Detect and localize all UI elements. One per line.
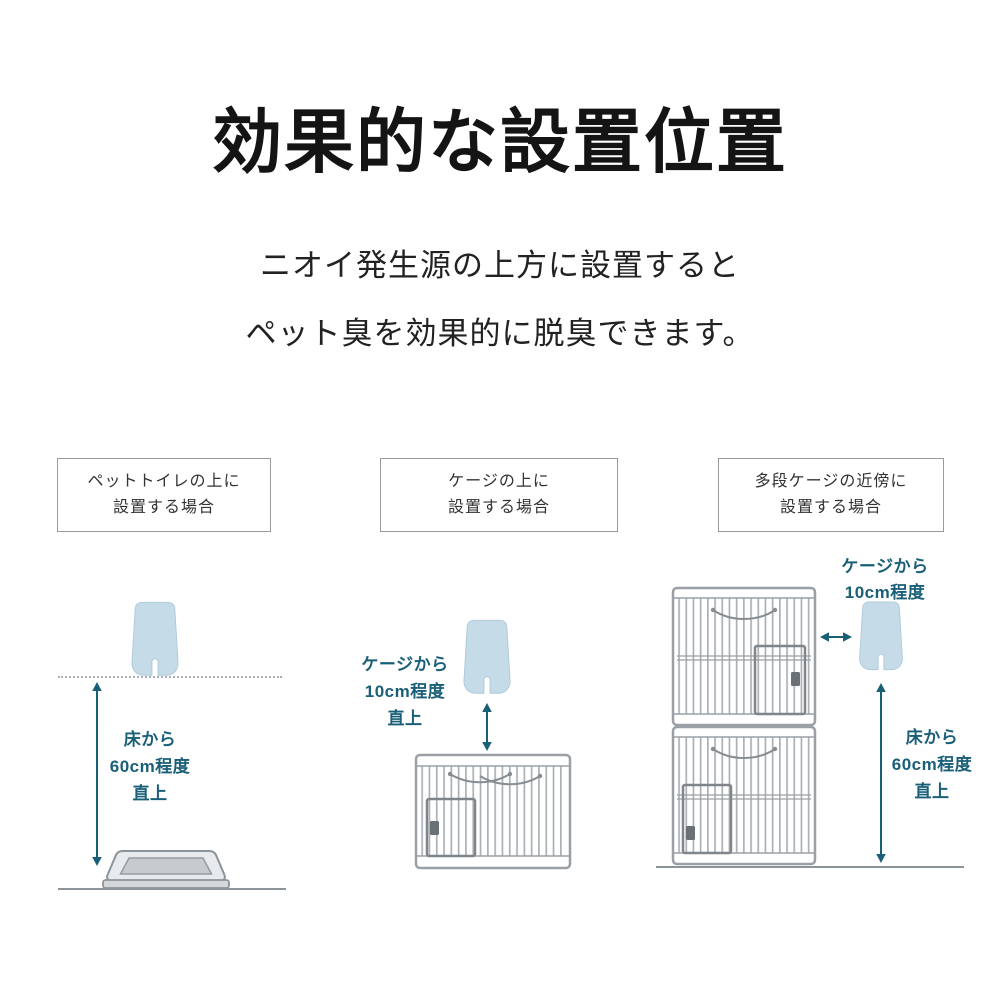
subtitle-line-2: ペット臭を効果的に脱臭できます。	[245, 316, 755, 351]
pet-toilet-icon	[102, 850, 230, 889]
floor-distance-label: 床から 60cm程度 直上	[100, 726, 200, 807]
floor-distance-label: 床から 60cm程度 直上	[886, 724, 978, 805]
cage-gap-label: ケージから 10cm程度	[832, 554, 938, 606]
measure-line-3: 直上	[914, 782, 950, 801]
header-box-pet-toilet: ペットトイレの上に 設置する場合	[57, 458, 271, 532]
page-title: 効果的な設置位置	[212, 103, 788, 181]
measure-line-1: 床から	[123, 730, 177, 749]
header-line-1: ペットトイレの上に	[87, 473, 241, 490]
cage-gap-arrow-horizontal	[820, 632, 852, 642]
measure-line-2: 10cm程度	[844, 583, 926, 602]
deodorizer-device-icon	[859, 601, 903, 671]
floor-line	[58, 888, 286, 890]
header-line-1: 多段ケージの近傍に	[754, 473, 908, 490]
pet-cage-icon	[414, 753, 572, 870]
header-box-cage-top: ケージの上に 設置する場合	[380, 458, 618, 532]
measure-line-1: 床から	[905, 728, 959, 747]
measure-line-2: 60cm程度	[891, 755, 973, 774]
measure-line-3: 直上	[387, 709, 423, 728]
header-line-2: 設置する場合	[112, 499, 215, 516]
header-line-1: ケージの上に	[448, 473, 550, 490]
multi-level-cage-icon	[671, 586, 817, 866]
cage-distance-label: ケージから 10cm程度 直上	[352, 651, 458, 732]
header-line-2: 設置する場合	[447, 499, 550, 516]
cage-distance-arrow	[482, 703, 492, 751]
floor-line	[656, 866, 964, 868]
deodorizer-device-icon	[131, 601, 179, 676]
measure-line-1: ケージから	[361, 655, 449, 674]
header-box-multi-cage: 多段ケージの近傍に 設置する場合	[718, 458, 944, 532]
floor-distance-arrow	[876, 683, 886, 863]
deodorizer-device-icon	[463, 619, 511, 694]
measure-line-3: 直上	[132, 784, 168, 803]
measure-line-2: 10cm程度	[364, 682, 446, 701]
measure-line-1: ケージから	[841, 557, 929, 576]
header-line-2: 設置する場合	[779, 499, 882, 516]
measure-line-2: 60cm程度	[109, 757, 191, 776]
subtitle-line-1: ニオイ発生源の上方に設置すると	[260, 248, 740, 283]
floor-distance-arrow	[92, 682, 102, 866]
device-height-dotted-line	[58, 676, 282, 678]
